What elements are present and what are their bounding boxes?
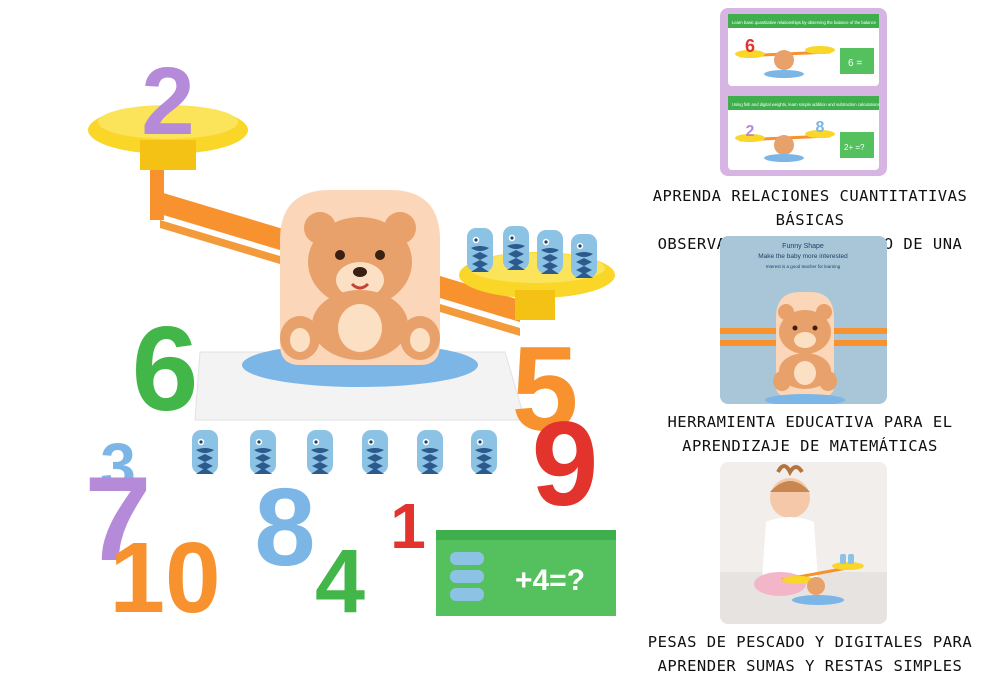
thumb2-title: Funny Shape	[782, 243, 824, 250]
digit-10: 10	[109, 522, 220, 634]
left-pan	[88, 105, 248, 170]
thumb2-note: Interest is a good teacher for learning	[766, 264, 841, 269]
caption-3-line-1: PESAS DE PESCADO Y DIGITALES PARA	[647, 633, 973, 651]
digit-3: 3	[100, 430, 136, 502]
thumb1-bottom-banner: Using fish and digital weights, learn si…	[732, 102, 880, 107]
thumbnail-balance[interactable]: Learn basic quantitative relationships b…	[720, 8, 887, 176]
thumb1-bottom-left-digit: 2	[746, 123, 755, 140]
caption-2: HERRAMIENTA EDUCATIVA PARA EL APRENDIZAJ…	[640, 410, 980, 458]
caption-1-line-1: APRENDA RELACIONES CUANTITATIVAS BÁSICAS	[652, 187, 968, 229]
digit-5: 5	[512, 322, 579, 456]
caption-2-line-2: APRENDIZAJE DE MATEMÁTICAS	[682, 437, 938, 455]
thumb2-subtitle: Make the baby more interested	[758, 253, 848, 260]
thumbnail-baby-playing[interactable]	[720, 462, 887, 624]
digit-4: 4	[315, 532, 365, 632]
caption-3-line-2: APRENDER SUMAS Y RESTAS SIMPLES	[657, 657, 963, 675]
bear-figure	[280, 190, 440, 365]
digit-7: 7	[85, 452, 152, 586]
product-photo: 2 6 5	[85, 48, 616, 634]
thumb1-bottom-right-digit: 8	[816, 119, 825, 136]
card-equation: +4=?	[515, 564, 585, 597]
thumb1-top-banner: Learn basic quantitative relationships b…	[732, 20, 877, 25]
thumb1-top-digit: 6	[745, 36, 755, 56]
fish-weights-row	[192, 430, 497, 474]
caption-2-line-1: HERRAMIENTA EDUCATIVA PARA EL	[667, 413, 953, 431]
thumbnail-funny-shape[interactable]: Funny Shape Make the baby more intereste…	[720, 236, 887, 404]
digit-6: 6	[132, 302, 199, 436]
caption-3: PESAS DE PESCADO Y DIGITALES PARA APREND…	[640, 630, 980, 678]
digit-8: 8	[254, 466, 315, 589]
digit-1: 1	[390, 490, 426, 562]
thumb1-top-equation: 6 =	[848, 58, 862, 69]
thumb1-bottom-equation: 2+ =?	[844, 143, 865, 152]
left-pan-digit: 2	[141, 48, 194, 155]
equation-card	[436, 530, 616, 616]
digit-9: 9	[532, 397, 599, 531]
